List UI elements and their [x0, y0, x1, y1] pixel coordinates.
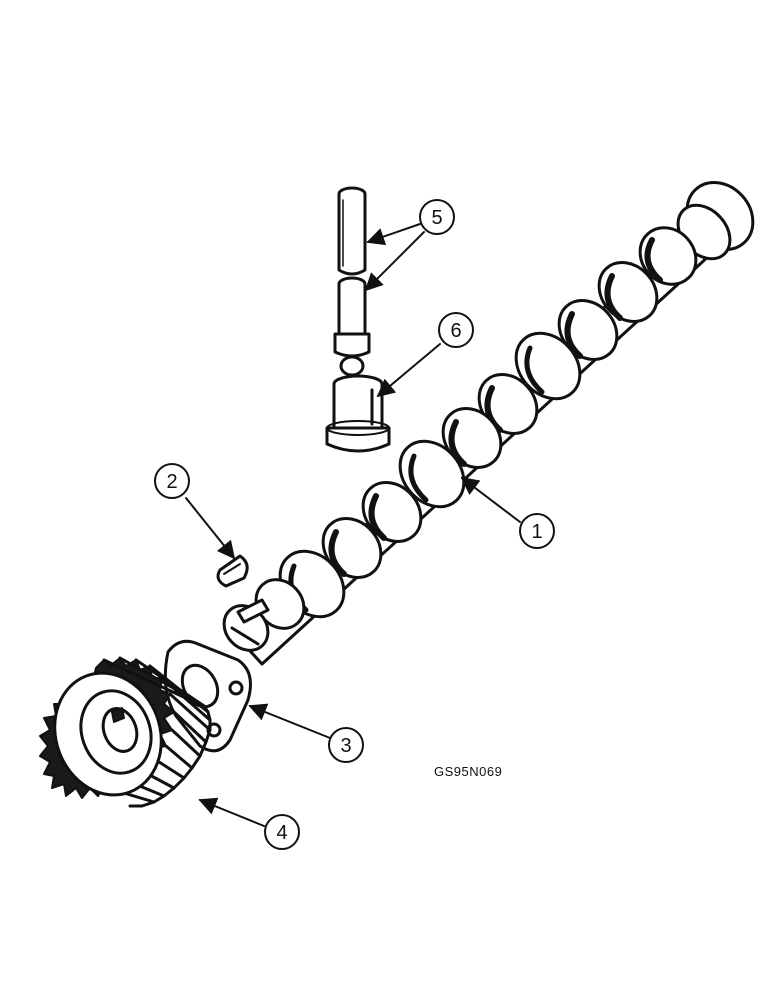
- cam-lobe: [441, 407, 503, 469]
- leader-line-5: [364, 223, 425, 292]
- leader-line-1: [460, 476, 521, 523]
- leader-line-6: [376, 343, 441, 398]
- callout-2: 2: [154, 463, 190, 499]
- leader-line-3: [248, 703, 331, 739]
- leader-line-4: [198, 797, 265, 827]
- figure-code: GS95N069: [434, 764, 502, 779]
- cam-lobe: [321, 517, 383, 579]
- callout-6-label: 6: [450, 320, 461, 342]
- callout-5-label: 5: [431, 207, 442, 229]
- camshaft-gear: [39, 656, 212, 808]
- callout-3: 3: [328, 727, 364, 763]
- cam-follower: [325, 374, 391, 453]
- callout-4-label: 4: [276, 822, 287, 844]
- leader-line-2: [185, 497, 236, 560]
- callout-5: 5: [419, 199, 455, 235]
- push-rod-upper: [337, 186, 367, 276]
- camshaft-rear-journal: [676, 181, 755, 261]
- callout-3-label: 3: [340, 735, 351, 757]
- camshaft-front-nose: [222, 598, 270, 652]
- push-rod-lower: [333, 276, 371, 377]
- callout-1: 1: [519, 513, 555, 549]
- callout-1-label: 1: [531, 521, 542, 543]
- callout-2-label: 2: [166, 471, 177, 493]
- camshaft: [222, 181, 755, 666]
- woodruff-key: [216, 554, 249, 588]
- callout-6: 6: [438, 312, 474, 348]
- callout-4: 4: [264, 814, 300, 850]
- cam-lobe: [638, 226, 698, 286]
- cam-lobe: [597, 261, 659, 323]
- cam-lobe: [361, 481, 423, 543]
